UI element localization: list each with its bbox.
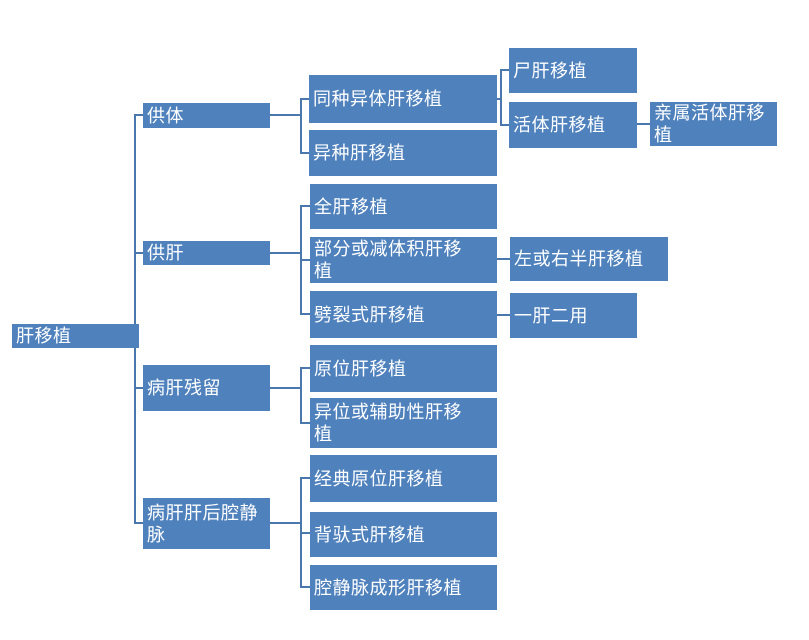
node-whole-liver-transplant: 全肝移植: [310, 184, 497, 229]
connector-to-partial: [300, 259, 310, 261]
connector-allogeneic-stub: [497, 98, 502, 100]
connector-donor-trunk: [300, 98, 302, 154]
node-label: 劈裂式肝移植: [314, 304, 425, 325]
node-xenogeneic-liver-transplant: 异种肝移植: [309, 130, 497, 176]
node-label: 病肝肝后腔静 脉: [147, 502, 258, 545]
node-label: 异种肝移植: [313, 143, 406, 163]
node-piggyback-transplant: 背驮式肝移植: [310, 512, 497, 557]
node-label: 病肝残留: [147, 378, 221, 398]
node-partial-or-reduced-size-transplant: 部分或减体积肝移 植: [310, 237, 497, 283]
node-living-donor-liver-transplant: 活体肝移植: [509, 102, 637, 148]
node-label: 腔静脉成形肝移植: [314, 577, 462, 598]
connector-to-whole-liver: [300, 205, 310, 207]
node-label: 尸肝移植: [513, 60, 587, 81]
connector-donor-to-allogeneic: [300, 98, 309, 100]
node-donor: 供体: [143, 103, 270, 128]
node-label: 经典原位肝移植: [314, 468, 444, 489]
connector-allogeneic-to-living: [500, 124, 509, 126]
connector-root-trunk: [134, 115, 136, 524]
node-donor-liver: 供肝: [143, 241, 270, 265]
node-left-or-right-half-transplant: 左或右半肝移植: [510, 237, 668, 281]
node-label: 异位或辅助性肝移 植: [314, 402, 462, 444]
node-liver-transplantation: 肝移植: [12, 324, 139, 348]
connector-root-to-vena-cava: [134, 522, 143, 524]
connector-root-to-donor-liver: [134, 252, 143, 254]
node-diseased-liver-remnant: 病肝残留: [143, 365, 270, 411]
connector-split-to-one-liver-two-uses: [497, 314, 510, 316]
connector-remnant-stub: [270, 387, 301, 389]
node-label: 一肝二用: [514, 305, 588, 326]
node-orthotopic-liver-transplant: 原位肝移植: [310, 345, 497, 392]
node-retrohepatic-vena-cava: 病肝肝后腔静 脉: [143, 498, 270, 549]
connector-remnant-trunk: [300, 367, 302, 424]
node-heterotopic-or-auxiliary-transplant: 异位或辅助性肝移 植: [310, 398, 497, 448]
node-cavoplasty-transplant: 腔静脉成形肝移植: [310, 565, 497, 610]
node-label: 背驮式肝移植: [314, 524, 425, 545]
connector-donor-liver-stub: [270, 252, 301, 254]
node-label: 全肝移植: [314, 196, 388, 217]
node-label: 亲属活体肝移 植: [654, 103, 765, 145]
connector-to-classic-orthotopic: [300, 477, 310, 479]
connector-living-to-related: [637, 123, 650, 125]
node-label: 肝移植: [16, 326, 72, 346]
node-label: 供肝: [147, 243, 184, 263]
node-label: 左或右半肝移植: [514, 249, 644, 269]
node-classic-orthotopic-transplant: 经典原位肝移植: [310, 455, 497, 502]
connector-to-split: [300, 313, 310, 315]
node-label: 活体肝移植: [513, 115, 606, 135]
connector-donor-to-xenogeneic: [300, 152, 309, 154]
connector-root-to-remnant: [134, 387, 143, 389]
connector-allogeneic-to-cadaveric: [500, 69, 509, 71]
node-cadaveric-liver-transplant: 尸肝移植: [509, 48, 637, 93]
connector-donor-stub: [270, 114, 301, 116]
node-one-liver-two-uses: 一肝二用: [510, 293, 637, 338]
connector-allogeneic-trunk: [500, 69, 502, 126]
node-allogeneic-liver-transplant: 同种异体肝移植: [309, 75, 497, 123]
connector-partial-to-half: [497, 258, 510, 260]
connector-to-orthotopic: [300, 367, 310, 369]
connector-to-cavoplasty: [300, 586, 310, 588]
connector-to-piggyback: [300, 532, 310, 534]
node-label: 原位肝移植: [314, 358, 407, 379]
node-label: 部分或减体积肝移 植: [314, 239, 462, 281]
connector-vena-cava-stub: [270, 522, 301, 524]
connector-to-heterotopic: [300, 422, 310, 424]
connector-root-to-donor: [134, 114, 143, 116]
node-label: 同种异体肝移植: [313, 89, 443, 109]
node-split-liver-transplant: 劈裂式肝移植: [310, 291, 497, 338]
node-label: 供体: [147, 105, 184, 126]
node-related-living-donor-transplant: 亲属活体肝移 植: [650, 102, 777, 146]
